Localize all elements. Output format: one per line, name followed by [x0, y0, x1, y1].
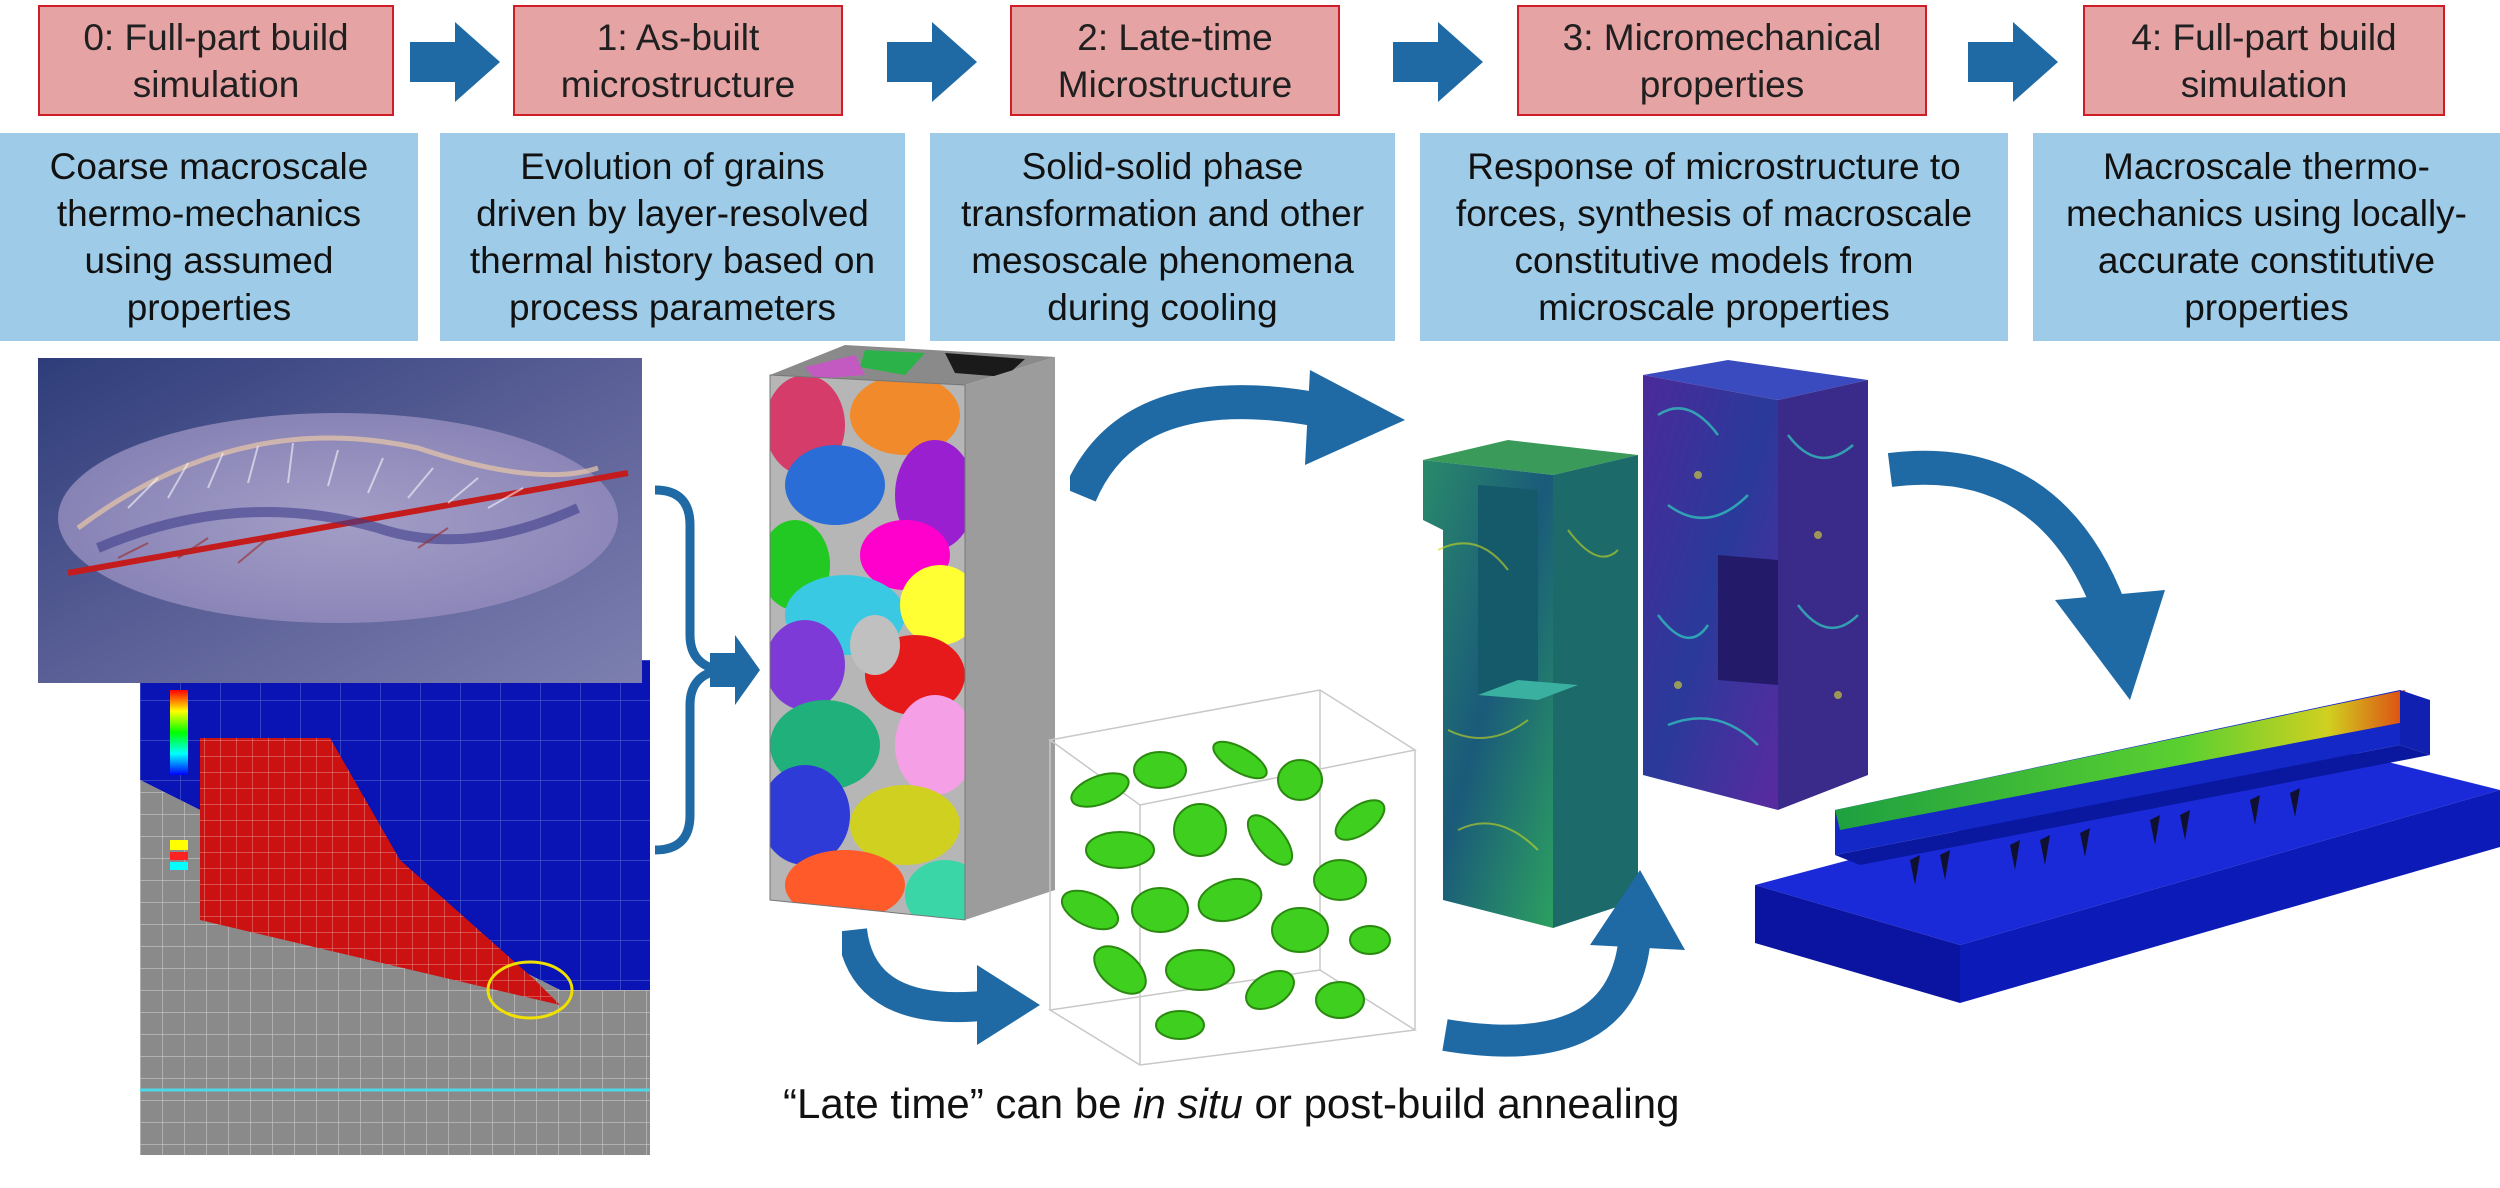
full-part-build-image [1755, 690, 2500, 1003]
grain-structure-column-image [769, 345, 1055, 921]
right-arrow-icon [1393, 22, 1483, 102]
curved-arrow-icon [842, 927, 1040, 1045]
annealing-caption: “Late time” can be in situ or post-build… [783, 1080, 1680, 1128]
bracket-icon [654, 485, 760, 855]
stress-field-column-image [1423, 440, 1638, 928]
caption-text: “Late time” can be [783, 1080, 1134, 1127]
curved-arrow-icon [1442, 870, 1685, 1057]
caption-italic-text: in situ [1133, 1080, 1243, 1127]
step-1-description: Evolution of grains driven by layer-reso… [440, 133, 905, 341]
right-arrow-icon [410, 22, 500, 102]
step-4-description: Macroscale thermo- mechanics using local… [2033, 133, 2500, 341]
right-arrow-icon [1968, 22, 2058, 102]
step-4-title: 4: Full-part build simulation [2083, 5, 2445, 116]
step-0-title: 0: Full-part build simulation [38, 5, 394, 116]
step-3-title: 3: Micromechanical properties [1517, 5, 1927, 116]
thermal-mesh-simulation-image [140, 660, 650, 1155]
step-1-title: 1: As-built microstructure [513, 5, 843, 116]
step-3-description: Response of microstructure to forces, sy… [1420, 133, 2008, 341]
caption-text-end: or post-build annealing [1242, 1080, 1680, 1127]
precipitate-cube-image [1047, 689, 1418, 1066]
curved-arrow-icon [1887, 450, 2165, 700]
melt-pool-simulation-image [38, 358, 642, 683]
step-0-description: Coarse macroscale thermo-mechanics using… [0, 133, 418, 341]
right-arrow-icon [887, 22, 977, 102]
curved-arrow-icon [1070, 370, 1405, 502]
step-2-description: Solid-solid phase transformation and oth… [930, 133, 1395, 341]
strain-field-column-image [1643, 360, 1868, 810]
step-2-title: 2: Late-time Microstructure [1010, 5, 1340, 116]
